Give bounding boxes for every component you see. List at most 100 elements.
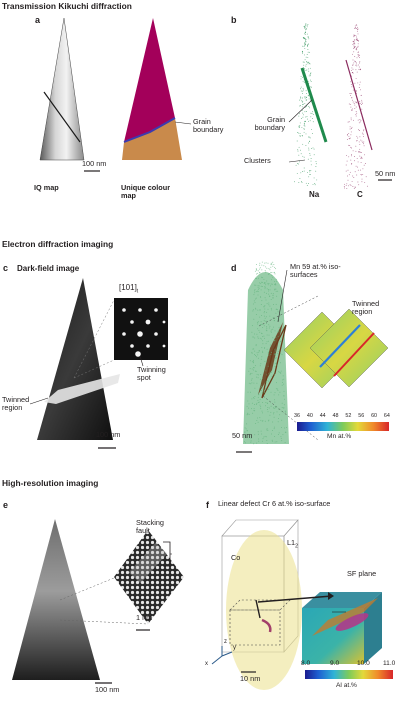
atom-dot xyxy=(309,51,311,53)
atom-dot xyxy=(257,354,259,356)
atom-dot xyxy=(245,428,247,430)
atom-dot xyxy=(255,269,257,270)
atom-dot xyxy=(256,420,258,421)
atom-dot xyxy=(303,96,305,98)
atom-dot xyxy=(244,431,246,433)
atom-dot xyxy=(303,27,305,29)
mn-tick: 44 xyxy=(319,413,326,419)
atom-dot xyxy=(302,116,304,118)
atom-dot xyxy=(274,283,276,285)
atom-dot xyxy=(283,378,285,380)
atom-dot xyxy=(299,132,301,134)
atom-dot xyxy=(347,175,348,177)
atom-dot xyxy=(298,182,300,184)
atom-dot xyxy=(306,33,308,35)
atom-dot xyxy=(306,54,308,55)
atom-dot xyxy=(351,162,353,164)
atom-dot xyxy=(270,283,272,285)
atom-dot xyxy=(283,404,285,406)
atom-dot xyxy=(308,106,310,108)
atom-dot xyxy=(271,279,272,281)
atom-dot xyxy=(264,286,265,288)
atom-dot xyxy=(273,304,274,305)
atom-dot xyxy=(257,402,259,403)
atom-dot xyxy=(266,443,268,444)
atom-dot xyxy=(311,118,313,120)
atom-dot xyxy=(302,97,303,99)
atom-dot xyxy=(314,184,316,186)
atom-dot xyxy=(257,286,259,288)
atom-dot xyxy=(272,296,274,298)
na-grain-boundary xyxy=(300,67,328,143)
atom-dot xyxy=(348,144,350,146)
atom-dot xyxy=(267,340,269,342)
atom-dot xyxy=(271,283,273,285)
atom-dot xyxy=(346,134,348,136)
atom-dot xyxy=(357,45,359,47)
atom-dot xyxy=(353,48,355,50)
atom-dot xyxy=(257,357,259,359)
c-grain-boundary xyxy=(345,59,373,151)
atom-dot xyxy=(260,419,262,421)
atom-dot xyxy=(264,262,266,264)
atom-dot xyxy=(261,347,263,349)
atom-dot xyxy=(353,46,355,48)
atom-dot xyxy=(277,309,278,311)
atom-dot xyxy=(268,302,270,304)
atom-dot xyxy=(263,390,265,391)
scale-label-d: 50 nm xyxy=(232,431,253,440)
atom-dot xyxy=(261,323,262,325)
atom-dot xyxy=(307,80,309,82)
atom-dot xyxy=(358,54,360,56)
atom-dot xyxy=(306,93,308,95)
atom-dot xyxy=(265,282,267,284)
atom-dot xyxy=(274,441,276,443)
atom-dot xyxy=(275,268,277,270)
atom-dot xyxy=(353,160,355,162)
atom-dot xyxy=(309,63,311,65)
atom-dot xyxy=(355,64,357,66)
atom-dot xyxy=(361,140,363,142)
atom-dot xyxy=(309,75,311,77)
atom-dot xyxy=(268,290,269,292)
atom-dot xyxy=(256,376,258,378)
atom-dot xyxy=(358,66,360,68)
atom-dot xyxy=(263,391,265,393)
atom-dot xyxy=(299,135,301,136)
al-tick: 11.0 xyxy=(383,660,396,667)
section-title-edi: Electron diffraction imaging xyxy=(2,239,114,249)
atom-dot xyxy=(299,99,300,101)
atom-dot xyxy=(275,284,277,286)
atom-dot xyxy=(311,128,312,130)
atom-dot xyxy=(351,153,353,155)
atom-dot xyxy=(355,77,357,79)
atom-dot xyxy=(277,336,279,338)
atom-dot xyxy=(304,106,306,108)
atom-dot xyxy=(248,382,250,384)
atom-dot xyxy=(360,156,362,158)
atom-dot xyxy=(303,61,305,63)
atom-dot xyxy=(310,164,312,166)
atom-dot xyxy=(263,315,265,317)
atom-dot xyxy=(308,149,310,151)
atom-dot xyxy=(305,116,307,118)
atom-dot xyxy=(278,371,280,373)
atom-dot xyxy=(355,111,357,113)
linear-defect-label: Linear defect Cr 6 at.% iso-surface xyxy=(218,499,331,508)
atom-dot xyxy=(265,343,267,345)
atom-dot xyxy=(270,411,272,413)
atom-dot xyxy=(271,329,273,331)
atom-dot xyxy=(251,331,253,333)
atom-dot xyxy=(274,407,276,409)
atom-dot xyxy=(254,354,256,355)
atom-dot xyxy=(309,67,311,69)
atom-dot xyxy=(315,163,317,165)
atom-dot xyxy=(269,315,271,317)
atom-dot xyxy=(349,126,351,128)
atom-dot xyxy=(356,24,358,26)
atom-dot xyxy=(276,364,278,366)
atom-dot xyxy=(262,440,263,442)
atom-dot xyxy=(304,24,306,26)
atom-dot xyxy=(254,365,256,367)
grain-boundary-label-a: Grain boundary xyxy=(193,117,224,135)
